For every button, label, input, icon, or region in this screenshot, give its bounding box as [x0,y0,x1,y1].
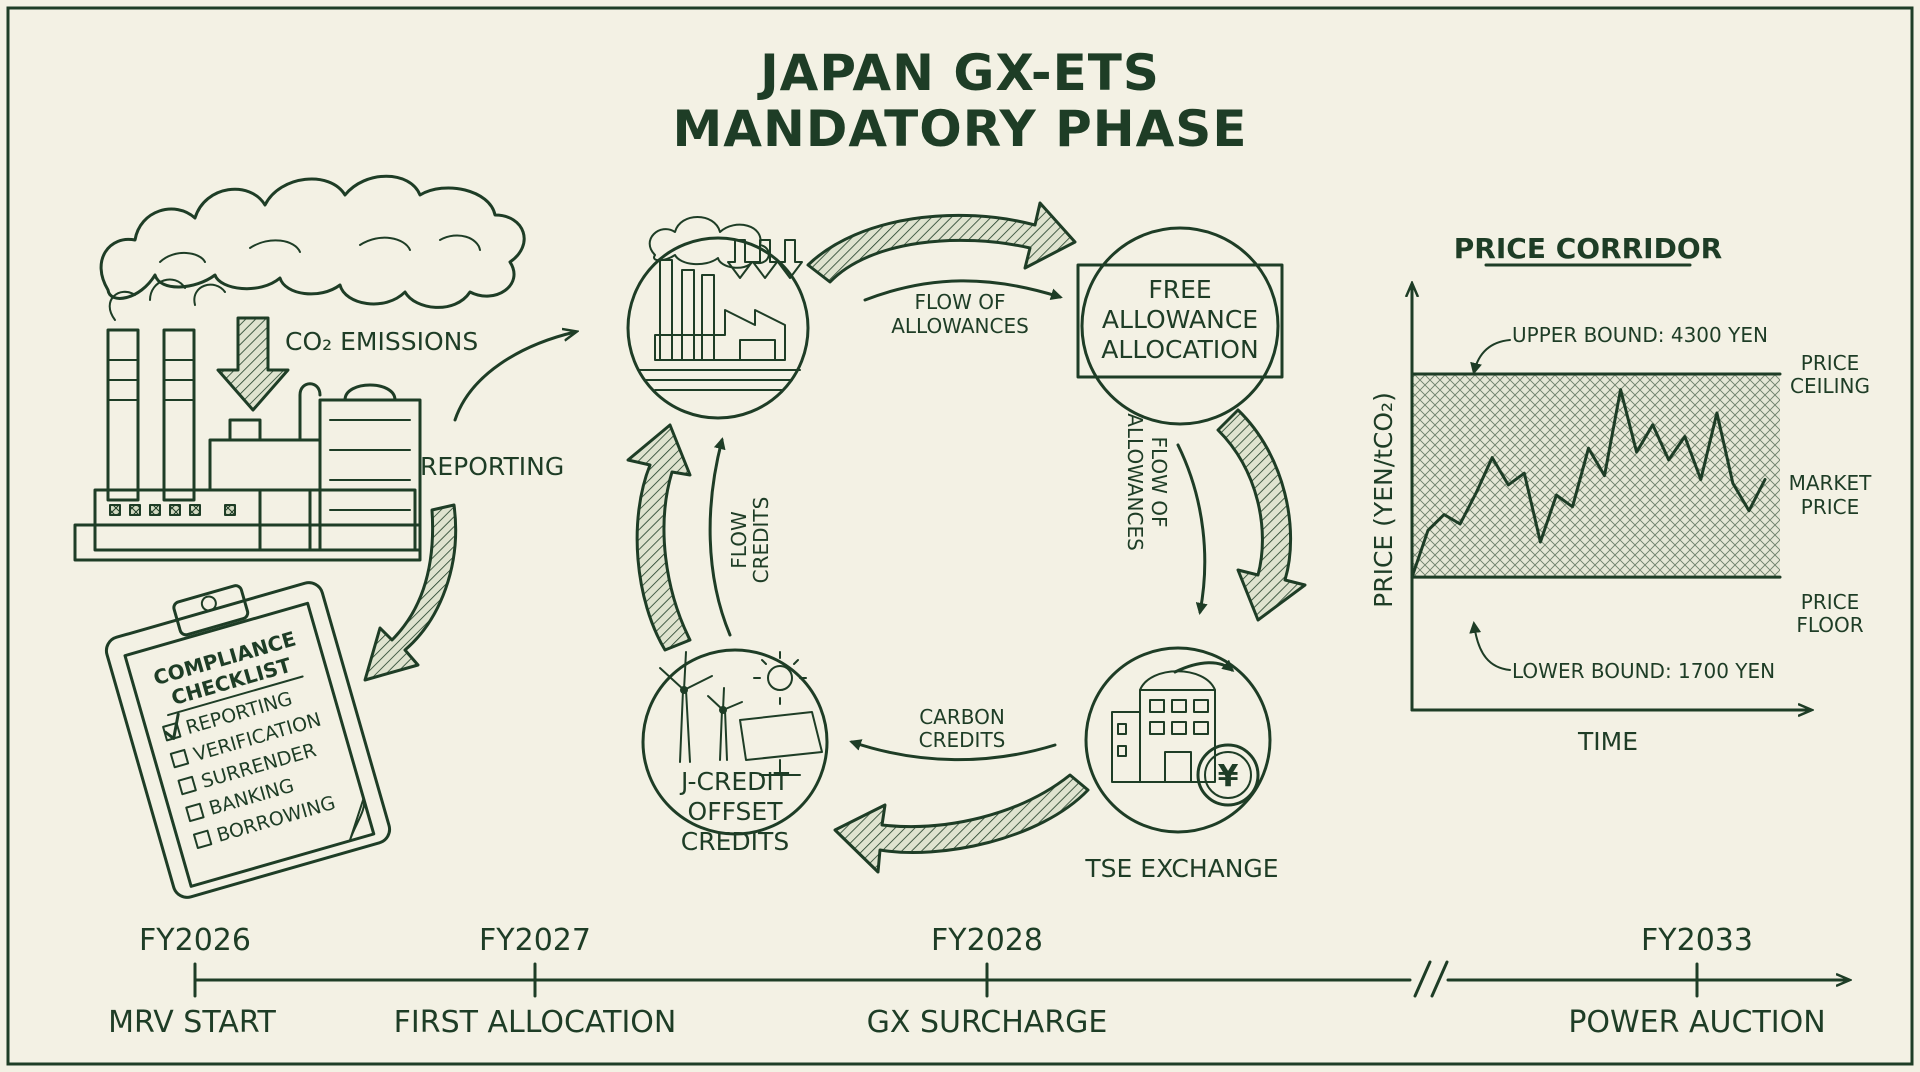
floor-label-line2: FLOOR [1796,613,1863,637]
timeline-label: GX SURCHARGE [867,1005,1108,1040]
cycle-arrow-bottom [833,773,1090,874]
flow-top-line1: FLOW OF [914,290,1005,314]
jcredit-line2: OFFSET [688,797,784,826]
timeline: FY2026 MRV START FY2027 FIRST ALLOCATION… [108,923,1848,1040]
flow-credits-arrow [708,437,732,637]
factory-illustration [73,174,526,562]
cycle-arrow-left [626,423,692,652]
upper-bound-pointer [1470,339,1511,375]
ceiling-label-line1: PRICE [1801,351,1859,375]
timeline-event-fy2033: FY2033 POWER AUCTION [1568,923,1825,1040]
reporting-arrow-up [453,332,575,422]
ceiling-label-line2: CEILING [1790,374,1870,398]
timeline-event-fy2026: FY2026 MRV START [108,923,276,1040]
free-allocation-line3: ALLOCATION [1101,335,1258,364]
cycle-arrow-right [1216,408,1307,622]
yen-symbol: ¥ [1218,759,1239,794]
chart-title: PRICE CORRIDOR [1454,232,1722,265]
flow-left-line1: FLOW [727,511,751,569]
carbon-credits-line1: CARBON [919,705,1005,729]
title-line1: JAPAN GX-ETS [757,44,1160,102]
timeline-label: FIRST ALLOCATION [394,1005,677,1040]
price-corridor-chart: PRICE CORRIDOR PRICE (YEN/tCO₂) TIME UPP… [1369,232,1872,756]
x-axis-label: TIME [1577,727,1638,756]
market-price-line [1410,388,1767,579]
industry-node [626,216,810,420]
flow-arrow-right [1176,443,1208,615]
market-label-line2: PRICE [1801,495,1859,519]
page-border [6,6,1914,1066]
timeline-year: FY2027 [479,923,591,958]
title-line2: MANDATORY PHASE [673,100,1248,158]
flow-right-line2: ALLOWANCES [1123,413,1147,551]
upper-bound-label: UPPER BOUND: 4300 YEN [1512,323,1768,347]
timeline-year: FY2033 [1641,923,1753,958]
jcredit-node [641,648,829,836]
timeline-year: FY2028 [931,923,1043,958]
flow-arrow-top [863,279,1063,302]
flow-left-line2: CREDITS [749,497,773,584]
jcredit-line3: CREDITS [681,827,789,856]
timeline-break-icon [1413,960,1449,998]
check-mark-icon [164,712,180,740]
timeline-event-fy2027: FY2027 FIRST ALLOCATION [394,923,677,1040]
emissions-label: CO₂ EMISSIONS [285,327,478,356]
solar-panel-icon [739,711,823,761]
carbon-credits-line2: CREDITS [919,728,1006,752]
exchange-label: TSE EXCHANGE [1084,854,1278,883]
reporting-label: REPORTING [420,452,564,481]
jcredit-line1: J-CREDIT [679,767,790,796]
free-allocation-line2: ALLOWANCE [1102,305,1258,334]
lower-bound-pointer [1469,621,1511,671]
compliance-clipboard: COMPLIANCE CHECKLIST REPORTING VERIFICAT… [104,581,392,899]
timeline-label: MRV START [108,1005,276,1040]
timeline-year: FY2026 [139,923,251,958]
flow-right-line1: FLOW OF [1147,436,1171,527]
floor-label-line1: PRICE [1801,590,1859,614]
lower-bound-label: LOWER BOUND: 1700 YEN [1512,659,1775,683]
chimney [106,328,140,502]
free-allocation-node: FREE ALLOWANCE ALLOCATION [1076,226,1284,426]
y-axis-label: PRICE (YEN/tCO₂) [1369,392,1398,608]
reporting-arrow-down [363,503,458,682]
sun-icon [767,665,793,691]
exchange-node: ¥ [1084,646,1272,834]
carbon-credits-arrow [849,739,1057,762]
timeline-event-fy2028: FY2028 GX SURCHARGE [867,923,1108,1040]
timeline-label: POWER AUCTION [1568,1005,1825,1040]
flow-top-line2: ALLOWANCES [891,314,1029,338]
yen-coin-icon [1196,743,1260,807]
corridor-band [1412,373,1780,578]
smoke-cloud [99,174,526,309]
market-label-line1: MARKET [1789,471,1873,495]
free-allocation-line1: FREE [1148,275,1211,304]
emissions-arrow [216,316,290,412]
cycle-arrow-top [806,201,1077,284]
